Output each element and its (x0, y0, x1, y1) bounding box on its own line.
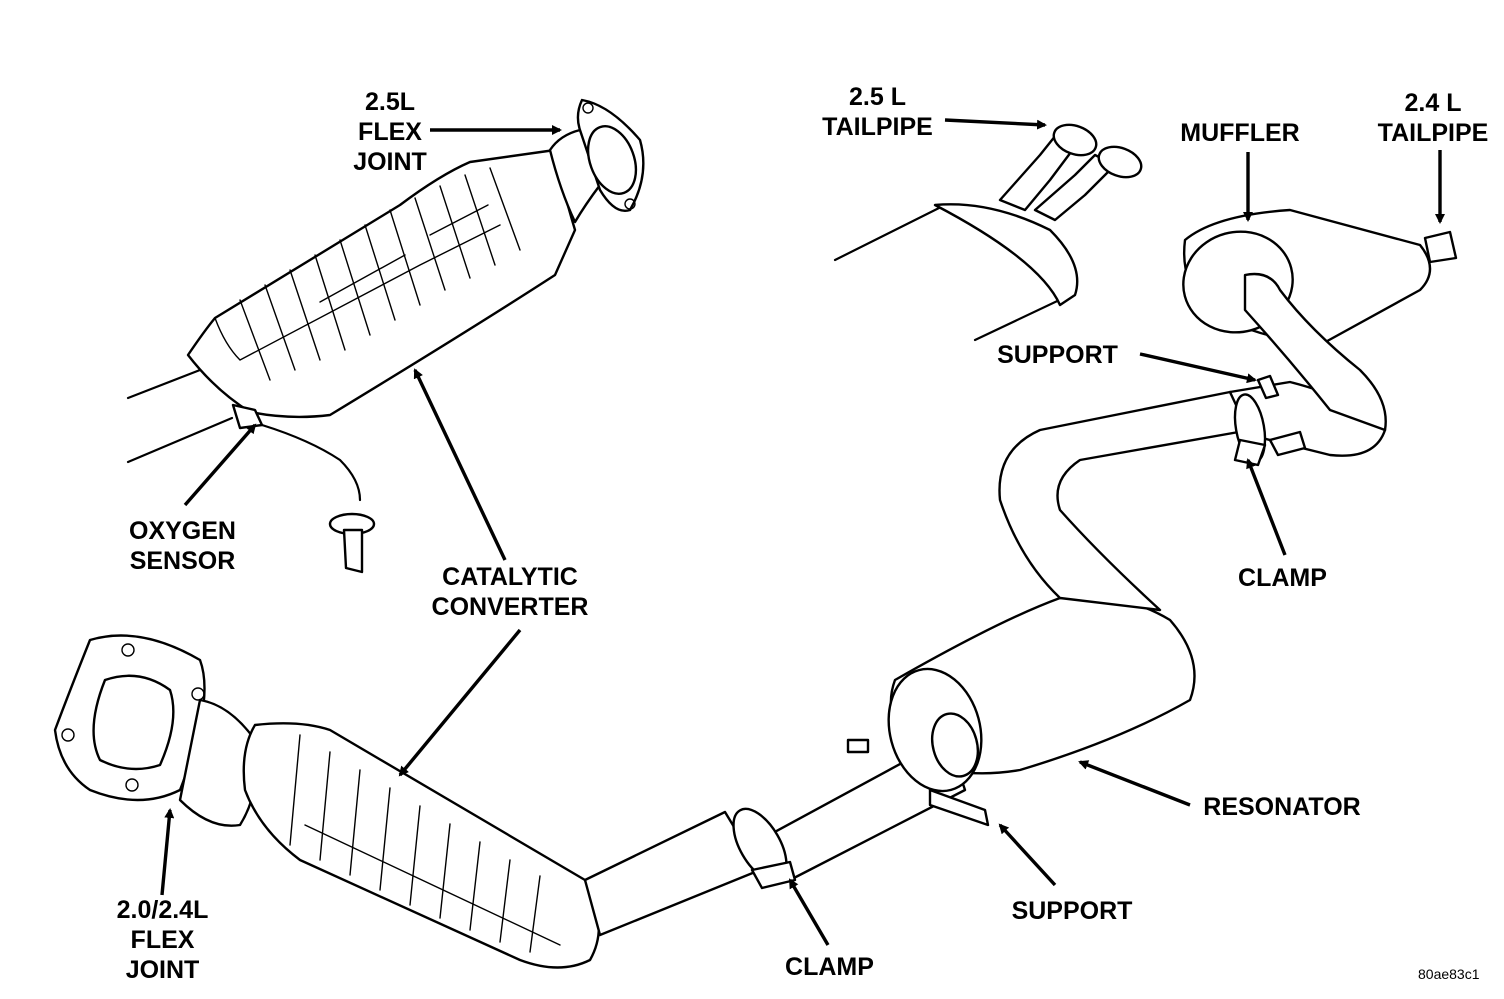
label-flex-joint-25: 2.5L FLEX JOINT (353, 88, 427, 176)
label-tailpipe-25: 2.5 L TAILPIPE (822, 83, 933, 141)
catalytic-converter-25-drawing (126, 98, 645, 574)
label-support-upper: SUPPORT (997, 341, 1118, 369)
label-support-lower: SUPPORT (1011, 897, 1133, 925)
label-tailpipe-24: 2.4 L TAILPIPE (1377, 89, 1489, 147)
label-clamp-lower: CLAMP (785, 953, 874, 981)
label-catalytic-converter: CATALYTIC CONVERTER (431, 563, 589, 621)
muffler-drawing (1182, 208, 1458, 432)
figure-reference: 80ae83c1 (1418, 966, 1480, 982)
label-flex-joint-20-24: 2.0/2.4L FLEX JOINT (116, 896, 209, 984)
label-oxygen-sensor: OXYGEN SENSOR (129, 517, 236, 575)
leader-arrows (160, 118, 1445, 946)
label-muffler: MUFFLER (1180, 119, 1300, 147)
tailpipe-25-drawing (833, 123, 1143, 342)
resonator-drawing (887, 595, 1196, 827)
label-resonator: RESONATOR (1203, 793, 1361, 821)
label-clamp-upper: CLAMP (1238, 564, 1327, 592)
intermediate-pipe-drawing (998, 374, 1387, 612)
